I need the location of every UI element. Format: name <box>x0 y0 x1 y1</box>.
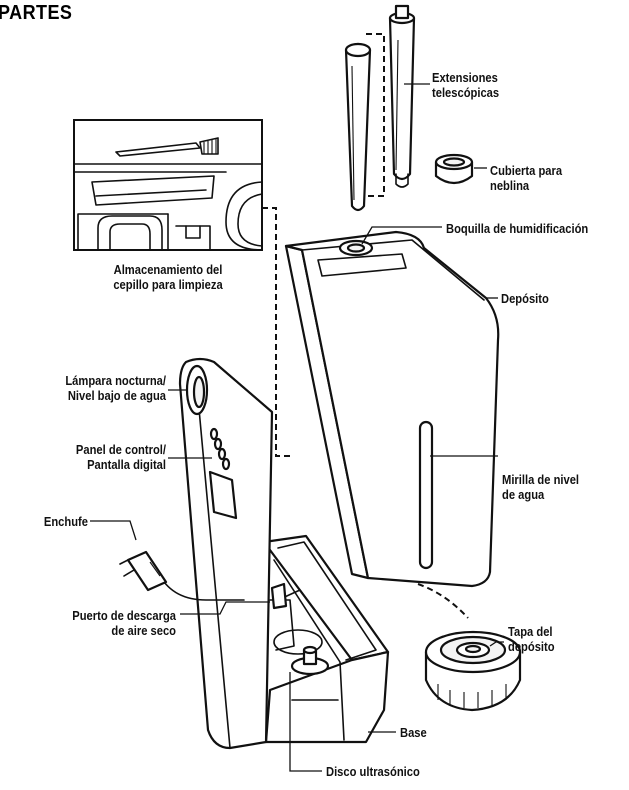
mist-cover <box>434 153 474 185</box>
connector-extension <box>364 33 385 197</box>
label-control-panel: Panel de control/Pantalla digital <box>75 442 166 472</box>
connector-inset-to-unit <box>262 207 292 457</box>
extension-tall <box>388 4 416 188</box>
base-unit <box>262 534 390 744</box>
power-plug <box>119 550 245 601</box>
label-base: Base <box>400 725 427 740</box>
brush-storage-inset <box>73 119 263 251</box>
label-night-lamp: Lámpara nocturna/Nivel bajo de agua <box>65 373 166 403</box>
connector-tank-to-cap <box>417 583 469 619</box>
label-water-tank: Depósito <box>501 291 549 306</box>
label-ultrasonic-disc: Disco ultrasónico <box>326 764 420 779</box>
control-housing <box>178 357 274 750</box>
diagram-title: PARTES <box>0 2 73 24</box>
leader-lines <box>90 83 504 772</box>
tank-cap <box>424 630 522 712</box>
label-plug: Enchufe <box>43 514 88 529</box>
water-tank <box>284 230 500 588</box>
extension-short <box>344 42 372 212</box>
label-humidification-nozzle: Boquilla de humidificación <box>446 221 589 236</box>
